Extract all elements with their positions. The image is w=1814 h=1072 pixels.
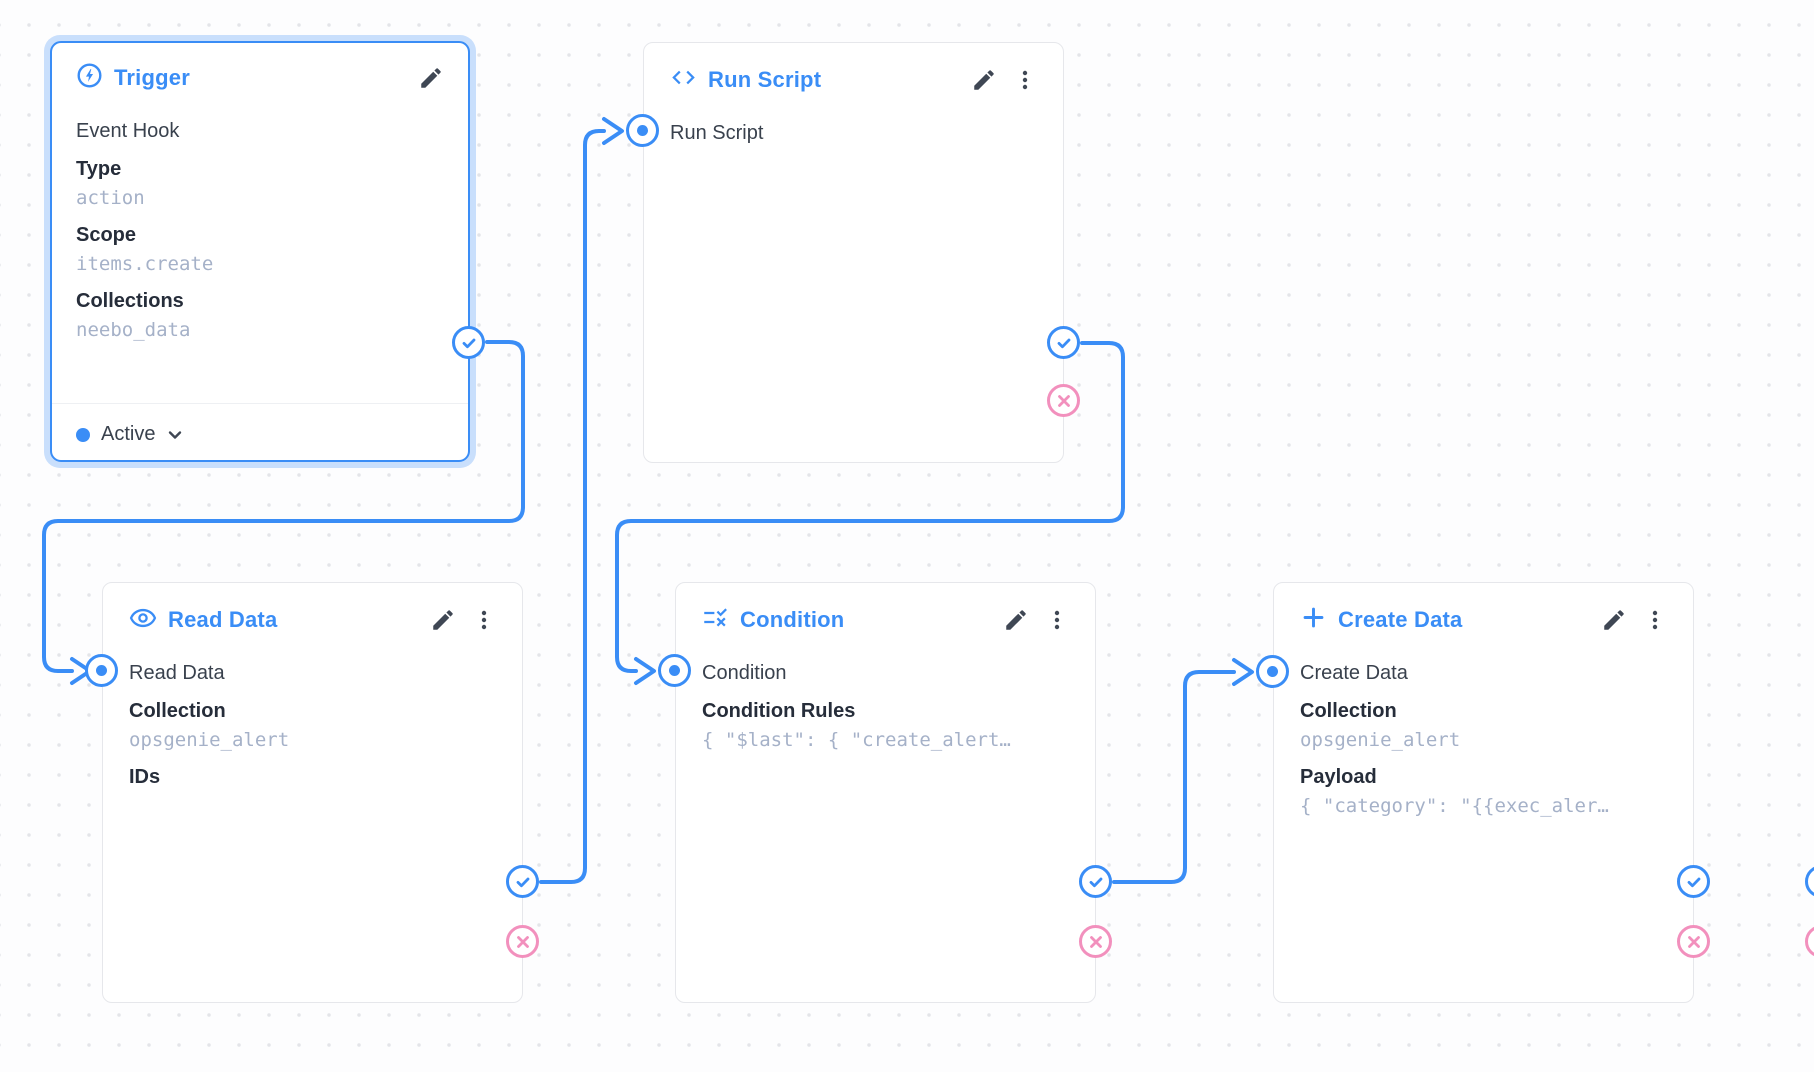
divider	[52, 403, 468, 404]
trigger-card[interactable]: Trigger Event Hook Type action Scope ite…	[50, 41, 470, 462]
operation-card-create-data[interactable]: Create Data Create Data Collection opsge…	[1273, 582, 1694, 1003]
resolve-handle[interactable]	[1047, 326, 1080, 359]
check-icon	[516, 877, 529, 887]
check-icon	[1089, 877, 1102, 887]
x-icon	[1057, 394, 1070, 407]
operation-name: Condition	[702, 662, 787, 684]
operation-name: Create Data	[1300, 662, 1408, 684]
operation-card-title: Create Data	[1338, 607, 1463, 632]
edit-pencil-icon[interactable]	[971, 67, 997, 93]
edit-pencil-icon[interactable]	[418, 65, 444, 91]
field-label: IDs	[129, 766, 161, 788]
status-label: Active	[101, 423, 156, 445]
resolve-handle[interactable]	[452, 326, 485, 359]
field-value: { "$last": { "create_alert…	[702, 729, 1011, 751]
input-dot-icon	[669, 665, 680, 676]
operation-card-read-data[interactable]: Read Data Read Data Collection opsgenie_…	[102, 582, 523, 1003]
status-active-dot	[76, 427, 90, 442]
reject-handle[interactable]	[506, 925, 539, 958]
operation-card-run-script[interactable]: Run Script Run Script	[643, 42, 1064, 463]
x-icon	[1687, 935, 1700, 948]
operation-name: Read Data	[129, 662, 225, 684]
field-label: Collections	[76, 290, 184, 312]
field-label: Payload	[1300, 766, 1377, 788]
x-icon	[516, 935, 529, 948]
field-value: neebo_data	[76, 319, 191, 341]
eye-icon	[129, 604, 157, 637]
field-label: Condition Rules	[702, 700, 856, 722]
arrowhead-icon	[602, 117, 624, 145]
kebab-menu-icon[interactable]	[1045, 608, 1069, 632]
input-handle[interactable]	[85, 654, 118, 687]
plus-icon	[1300, 604, 1327, 636]
arrowhead-icon	[1232, 658, 1254, 686]
field-value: { "category": "{{exec_aler…	[1300, 795, 1609, 817]
kebab-menu-icon[interactable]	[472, 608, 496, 632]
resolve-handle[interactable]	[1079, 865, 1112, 898]
bolt-circle-icon	[76, 62, 103, 94]
resolve-handle[interactable]	[506, 865, 539, 898]
code-icon	[670, 64, 697, 96]
reject-handle[interactable]	[1047, 384, 1080, 417]
check-icon	[1057, 338, 1070, 348]
chevron-down-icon	[169, 430, 182, 439]
connection-condition-to-create-data	[1112, 658, 1254, 884]
input-dot-icon	[1267, 666, 1278, 677]
connection-run-script-to-condition	[615, 341, 1125, 685]
connection-read-data-to-run-script	[539, 117, 624, 884]
field-label: Collection	[1300, 700, 1397, 722]
reject-handle[interactable]	[1677, 925, 1710, 958]
trigger-card-selection-halo: Trigger Event Hook Type action Scope ite…	[44, 35, 476, 468]
trigger-status-dropdown[interactable]: Active	[76, 423, 184, 446]
field-label: Collection	[129, 700, 226, 722]
resolve-handle[interactable]	[1677, 865, 1710, 898]
field-value: action	[76, 187, 145, 209]
edit-pencil-icon[interactable]	[1601, 607, 1627, 633]
input-handle[interactable]	[626, 114, 659, 147]
input-handle[interactable]	[658, 654, 691, 687]
operation-card-title: Read Data	[168, 607, 278, 632]
field-value: opsgenie_alert	[129, 729, 290, 751]
field-label: Type	[76, 158, 122, 180]
edit-pencil-icon[interactable]	[1003, 607, 1029, 633]
field-value: opsgenie_alert	[1300, 729, 1461, 751]
input-dot-icon	[96, 665, 107, 676]
trigger-card-title: Trigger	[114, 65, 190, 90]
input-handle[interactable]	[1256, 655, 1289, 688]
operation-card-condition[interactable]: Condition Condition Condition Rules { "$…	[675, 582, 1096, 1003]
operation-card-title: Condition	[740, 607, 845, 632]
kebab-menu-icon[interactable]	[1643, 608, 1667, 632]
field-label: Scope	[76, 224, 137, 246]
input-dot-icon	[637, 125, 648, 136]
operation-card-title: Run Script	[708, 67, 822, 92]
field-value: items.create	[76, 253, 214, 275]
x-icon	[1089, 935, 1102, 948]
arrowhead-icon	[634, 657, 656, 685]
kebab-menu-icon[interactable]	[1013, 68, 1037, 92]
edit-pencil-icon[interactable]	[430, 607, 456, 633]
check-icon	[1687, 877, 1700, 887]
reject-handle[interactable]	[1079, 925, 1112, 958]
check-icon	[462, 338, 475, 348]
rule-icon	[702, 604, 729, 636]
operation-name: Run Script	[670, 122, 764, 144]
trigger-type-label: Event Hook	[76, 120, 180, 142]
